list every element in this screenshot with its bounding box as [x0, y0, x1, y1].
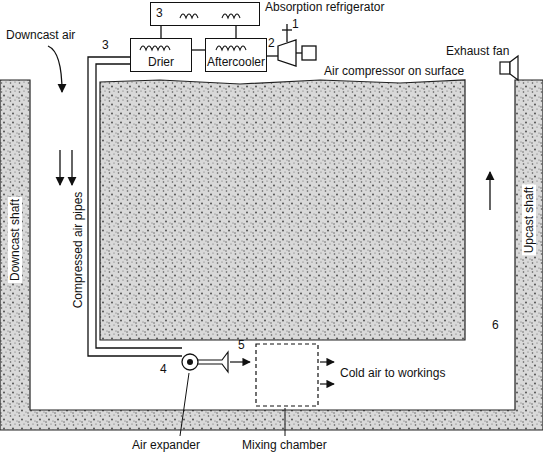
leader-line: [180, 373, 189, 436]
part-label: Cold air to workings: [338, 366, 447, 380]
callout-number: 4: [158, 362, 169, 376]
part-label: Air compressor on surface: [322, 64, 466, 78]
refrigerator-box: Absorption refrigerator: [150, 2, 260, 26]
compressed-air-pipe: [96, 64, 182, 348]
callout-number: 3: [154, 6, 165, 20]
pipe-connector: [160, 26, 161, 38]
air-expander-symbol: [182, 354, 198, 370]
compressor-shaft: [296, 52, 302, 53]
nozzle-arrow: [230, 361, 250, 362]
rock-block: [100, 80, 465, 340]
shaft-air-arrow: [71, 150, 72, 185]
pipe-connector: [192, 49, 205, 50]
callout-number: 6: [490, 318, 501, 332]
cold-air-arrow: [320, 383, 334, 384]
downcast-air-arrow: [48, 46, 62, 92]
air-intake: [286, 24, 287, 42]
process-box: Aftercooler: [205, 38, 267, 72]
part-label: Mixing chamber: [240, 438, 329, 452]
rock-outer: [0, 80, 543, 430]
motor-symbol: [302, 46, 316, 60]
process-box: Drier: [130, 38, 192, 72]
air-intake: [282, 29, 292, 30]
shaft-air-arrow: [59, 150, 60, 185]
expander-outlet: [198, 352, 228, 372]
leader-line: [285, 408, 286, 436]
part-label: Air expander: [130, 438, 202, 452]
compressor-symbol: [278, 40, 296, 66]
part-label: Exhaust fan: [444, 44, 511, 58]
callout-number: 2: [266, 36, 277, 50]
coil-symbol: [216, 46, 246, 50]
compressor-pipe: [267, 55, 278, 56]
air-expander-symbol: [187, 359, 193, 365]
callout-number: 1: [290, 17, 301, 31]
coil-symbol: [180, 14, 198, 18]
part-heading: Absorption refrigerator: [265, 0, 384, 14]
mixing-chamber-outline: [256, 344, 318, 406]
pipe-connector: [235, 26, 236, 38]
part-label: Upcast shaft: [522, 185, 536, 256]
box-label: Drier: [131, 55, 191, 69]
coil-symbol: [140, 46, 170, 50]
upcast-air-arrow: [489, 172, 490, 210]
compressed-air-pipe: [88, 57, 182, 356]
coil-symbol: [222, 14, 240, 18]
part-label: Downcast shaft: [8, 197, 22, 283]
part-label: Compressed air pipes: [71, 190, 85, 311]
box-label: Aftercooler: [206, 55, 266, 69]
callout-number: 5: [236, 338, 247, 352]
part-label: Downcast air: [4, 28, 77, 42]
exhaust-fan-symbol: [500, 56, 518, 80]
cold-air-arrow: [320, 361, 334, 362]
callout-number: 3: [100, 38, 111, 52]
